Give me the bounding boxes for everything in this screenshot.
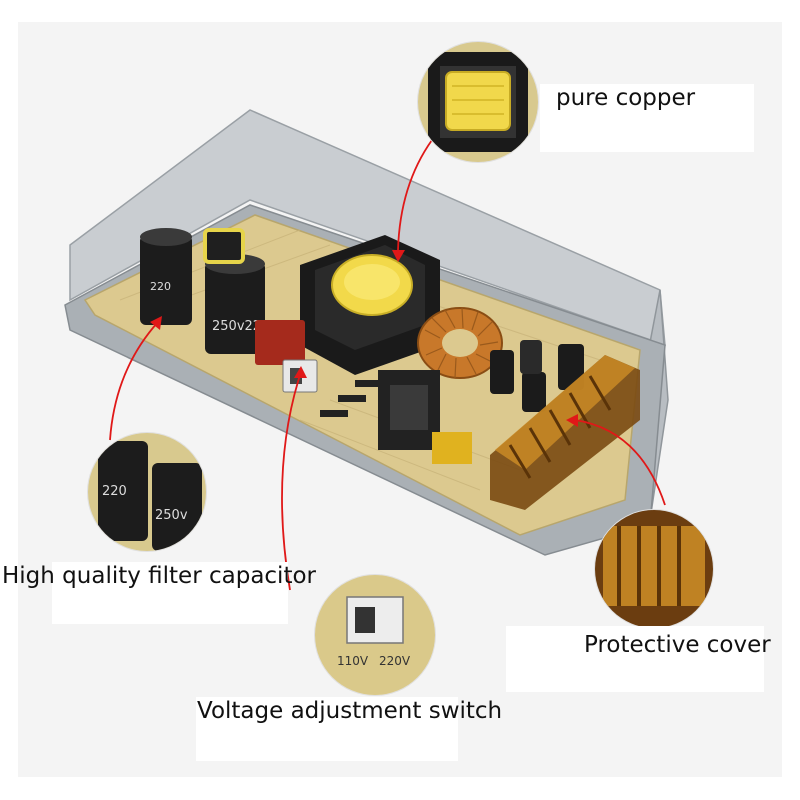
arrow-capacitor [109, 321, 159, 441]
output-capacitor-4 [520, 340, 542, 374]
output-capacitor-1 [490, 350, 514, 394]
arrowhead-switch [294, 366, 307, 378]
svg-text:220: 220 [150, 280, 171, 293]
transformer-coil-icon [418, 42, 538, 162]
power-transistor [378, 370, 440, 450]
main-transformer [300, 235, 440, 375]
switch-high-label: 220V [379, 654, 411, 668]
filter-capacitor-1: 220 [140, 228, 192, 325]
svg-text:250v220: 250v220 [212, 319, 269, 334]
small-inductor [203, 228, 245, 264]
output-capacitor-3 [558, 344, 584, 390]
arrow-copper [397, 139, 433, 251]
arrowhead-capacitor [150, 316, 162, 330]
capacitor-voltage-text: 250v [155, 508, 188, 523]
caption-box-cover [506, 626, 764, 692]
caption-filter-capacitor: High quality filter capacitor [2, 563, 316, 589]
caption-protective-cover: Protective cover [584, 632, 771, 658]
caption-voltage-switch: Voltage adjustment switch [197, 698, 503, 724]
arrowhead-copper [392, 250, 405, 262]
capacitor-icon: 220 250v [88, 433, 206, 551]
switch-low-label: 110V [337, 654, 369, 668]
thumb-filter-capacitor: 220 250v [88, 433, 206, 551]
terminal-cover-icon [595, 510, 713, 628]
arrowhead-cover [566, 414, 578, 427]
diode-row [320, 380, 383, 417]
safety-capacitor [432, 432, 472, 464]
film-capacitor [255, 320, 305, 365]
capacitor-rating-text: 220 [102, 484, 127, 499]
caption-box-copper [540, 84, 754, 152]
thumb-voltage-switch: 110V 220V [315, 575, 435, 695]
output-capacitor-2 [522, 372, 546, 412]
toroid-coil [417, 307, 503, 379]
thumb-protective-cover [595, 510, 713, 628]
arrow-cover [574, 419, 666, 506]
switch-icon: 110V 220V [315, 575, 435, 695]
arrow-switch [281, 374, 301, 591]
caption-box-capacitor [52, 562, 288, 624]
caption-box-switch [196, 697, 458, 761]
thumb-transformer-coil [418, 42, 538, 162]
caption-pure-copper: pure copper [556, 85, 696, 111]
terminal-block [490, 355, 640, 510]
